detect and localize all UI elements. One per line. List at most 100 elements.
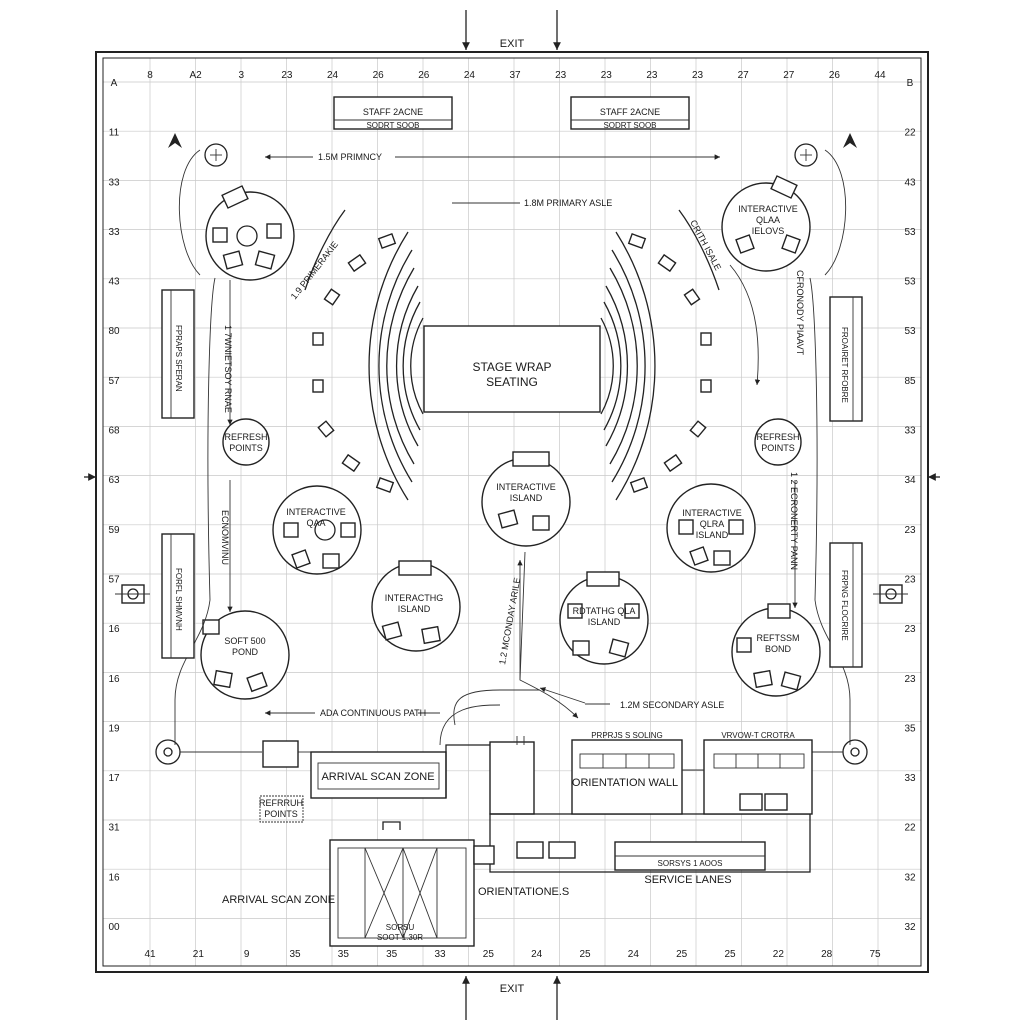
ruler-top-label: 23 <box>601 70 613 81</box>
ruler-right-label: 32 <box>904 922 916 933</box>
ruler-bottom-label: 35 <box>338 949 350 960</box>
refresh-right-line2: POINTS <box>761 443 795 453</box>
side-panel-right-top-label: FROAIRET RFOBRE <box>840 327 849 403</box>
pod-top-left[interactable] <box>205 185 295 281</box>
arrival-scan-zone-label: ARRIVAL SCAN ZONE <box>321 771 434 783</box>
crosshair-icon <box>204 143 818 167</box>
ruler-top-label: A2 <box>190 70 203 81</box>
ruler-bottom-label: 75 <box>869 949 881 960</box>
orientation-block[interactable]: SORSYS 1 AOOS SERVICE LANES <box>445 736 811 886</box>
island-right-qa-line3: ISLAND <box>696 530 729 540</box>
ruler-left-label: 16 <box>108 872 120 883</box>
pod-refresh-bond[interactable]: REFTSSM BOND <box>731 603 821 697</box>
island-right-center-line2: ISLAND <box>588 617 621 627</box>
ruler-right-label: 22 <box>904 128 916 139</box>
aisle-routes <box>174 149 851 746</box>
ada-path: ADA CONTINUOUS PATH <box>265 708 440 718</box>
refresh-points-right[interactable]: REFRESH POINTS <box>754 418 802 466</box>
ruler-top-label: 27 <box>738 70 750 81</box>
ruler-top-label: 23 <box>646 70 658 81</box>
ruler-left-label: 68 <box>108 426 120 437</box>
arrival-scan-zone-bottom: ARRIVAL SCAN ZONE <box>222 894 335 906</box>
orientation-wall-right[interactable]: VRVOW-T CROTRA <box>682 731 813 815</box>
ruler-right-label: 53 <box>904 326 916 337</box>
staff-zone-left[interactable]: STAFF 2ACNE SODRT SOOB <box>333 96 453 130</box>
refresh-right-line1: REFRESH <box>756 432 799 442</box>
outer-frame <box>95 51 929 973</box>
ruler-right-label: 32 <box>904 872 916 883</box>
stage-seating-arcs <box>304 209 720 501</box>
aisle-diag-right: CRITH ISALE <box>688 218 723 272</box>
exit-top-label: EXIT <box>500 38 525 50</box>
refresh-points-box[interactable]: REFRRUH POINTS <box>259 795 304 823</box>
aisle-secondary: 1.2M SECONDARY ASLE <box>585 700 724 710</box>
ruler-top-label: 44 <box>874 70 886 81</box>
side-panel-left-bottom[interactable]: FORFL SHMVNH <box>161 533 195 659</box>
aisle-vert-left-lower: ECNOMVINU <box>220 510 230 565</box>
staff-zone-right[interactable]: STAFF 2ACNE SODRT SOOB <box>570 96 690 130</box>
ruler-right-label: B <box>907 78 914 89</box>
ruler-right-label: 22 <box>904 823 916 834</box>
entry-gate[interactable]: SORSU SOOT 1.30R <box>329 821 475 947</box>
refresh-left-line1: REFRESH <box>224 432 267 442</box>
exit-top[interactable]: EXIT <box>462 10 561 50</box>
side-panel-left-bottom-label: FORFL SHMVNH <box>174 568 183 631</box>
island-left-qa[interactable]: INTERACTIVE QAA <box>272 485 362 575</box>
island-center-top[interactable]: INTERACTIVE ISLAND <box>481 451 571 547</box>
ruler-top-label: 23 <box>692 70 704 81</box>
island-right-qa[interactable]: INTERACTIVE QLRA ISLAND <box>666 483 756 573</box>
ruler-right-label: 53 <box>904 227 916 238</box>
stage-label-1: STAGE WRAP <box>472 360 551 374</box>
ruler-top-label: 23 <box>555 70 567 81</box>
island-left-qa-line2: QAA <box>306 518 325 528</box>
island-right-qa-line1: INTERACTIVE <box>682 508 742 518</box>
ruler-bottom-label: 25 <box>579 949 591 960</box>
ruler-top-label: 27 <box>783 70 795 81</box>
ruler-left-label: 63 <box>108 475 120 486</box>
refresh-left-line2: POINTS <box>229 443 263 453</box>
entry-label-2: SOOT 1.30R <box>377 933 423 942</box>
exit-bottom[interactable]: EXIT <box>462 976 561 1020</box>
ruler-right-label: 23 <box>904 525 916 536</box>
side-panel-right-top[interactable]: FROAIRET RFOBRE <box>829 296 863 422</box>
stage-label-2: SEATING <box>486 375 538 389</box>
ruler-left-label: 57 <box>108 376 120 387</box>
ruler-right-label: 43 <box>904 177 916 188</box>
ruler-bottom-label: 35 <box>386 949 398 960</box>
orientation-wall[interactable]: PRPRJS S SOLING ORIENTATION WALL <box>571 731 683 815</box>
ruler-bottom-label: 41 <box>144 949 156 960</box>
ruler-top-label: 26 <box>373 70 385 81</box>
aisle-primary-left: 1.5M PRIMNCY <box>265 152 720 162</box>
ruler-right-label: 33 <box>904 773 916 784</box>
ruler-right-label: 85 <box>904 376 916 387</box>
aisle-primary-top: 1.8M PRIMARY ASLE <box>452 198 612 208</box>
orientation-s-label: ORIENTATIONE.S <box>478 886 569 898</box>
arrival-scan-zone-box[interactable]: ARRIVAL SCAN ZONE <box>310 751 447 799</box>
side-panel-left-top[interactable]: FPRAPS SFERAN <box>161 289 195 419</box>
island-left-qa-line1: INTERACTIVE <box>286 507 346 517</box>
ruler-left-label: 43 <box>108 277 120 288</box>
ruler-bottom-label: 9 <box>244 949 250 960</box>
stage-wrap-seating[interactable]: STAGE WRAP SEATING <box>423 325 601 413</box>
ruler-top-label: 23 <box>281 70 293 81</box>
refresh-box-line1: REFRRUH <box>259 798 303 808</box>
island-top-right[interactable]: INTERACTIVE QLAA IELOVS <box>721 175 811 272</box>
ruler-bottom-label: 35 <box>289 949 301 960</box>
ruler-top-label: 3 <box>238 70 244 81</box>
staff-zone-left-title: STAFF 2ACNE <box>363 107 423 117</box>
refresh-points-left[interactable]: REFRESH POINTS <box>222 418 270 466</box>
wall-left-label: PRPRJS S SOLING <box>591 731 663 740</box>
pod-soft-pond[interactable]: SOFT 500 POND <box>200 610 290 700</box>
side-panel-right-bottom[interactable]: FRPNG FLOCRIRE <box>829 542 863 668</box>
ruler-left-label: 16 <box>108 624 120 635</box>
ruler-right-label: 34 <box>904 475 916 486</box>
aisle-primary-top-label: 1.8M PRIMARY ASLE <box>524 198 612 208</box>
ruler-left-label: 57 <box>108 574 120 585</box>
service-lanes-label: SERVICE LANES <box>644 874 731 886</box>
island-left-center[interactable]: INTERACTHG ISLAND <box>371 560 461 652</box>
ruler-top-label: 37 <box>509 70 521 81</box>
island-top-right-line1: INTERACTIVE <box>738 204 798 214</box>
island-right-center[interactable]: RDTATHG QLA ISLAND <box>559 571 649 665</box>
kiosk-box[interactable] <box>262 740 299 768</box>
